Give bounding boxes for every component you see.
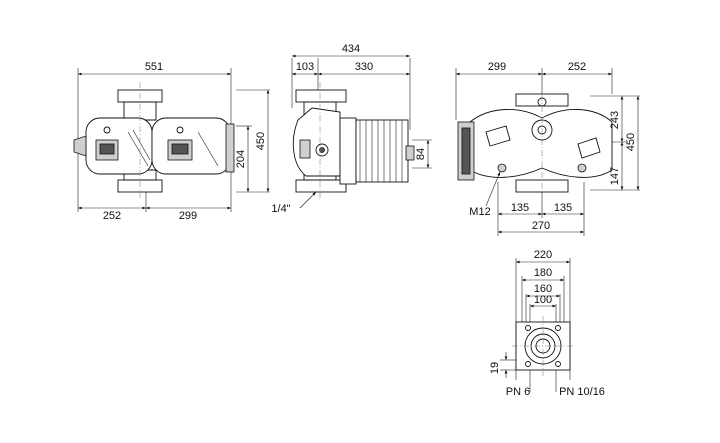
side-motor-fins <box>355 119 409 183</box>
top-right-flange-label: 135 <box>554 202 572 214</box>
flange-d1-label: 220 <box>534 249 552 261</box>
side-view: 434 103 330 84 1/4" <box>271 43 432 215</box>
top-height-b-label: 147 <box>609 167 621 185</box>
front-total-width-label: 551 <box>145 61 163 73</box>
side-thread-label: 1/4" <box>271 203 290 215</box>
flange-pn1016-label: PN 10/16 <box>559 386 605 398</box>
flange-thickness-label: 19 <box>489 362 501 374</box>
top-height-a-label: 243 <box>609 111 621 129</box>
top-right-width-label: 252 <box>568 61 586 73</box>
front-pipe-height-label: 204 <box>235 150 247 168</box>
front-view: 551 252 299 204 450 <box>73 61 270 222</box>
flange-d2-label: 180 <box>534 267 552 279</box>
top-left-flange-label: 135 <box>511 202 529 214</box>
side-motor-width-label: 330 <box>355 61 373 73</box>
top-bolt-label: M12 <box>469 206 490 218</box>
flange-pn6-label: PN 6 <box>506 386 530 398</box>
front-right-width-label: 299 <box>179 210 197 222</box>
side-top-flange <box>295 89 347 103</box>
side-bottom-flange <box>295 179 347 193</box>
side-left-width-label: 103 <box>296 61 314 73</box>
side-motor-offset-label: 84 <box>415 148 427 160</box>
flange-d4-label: 100 <box>534 294 552 306</box>
top-flange-total-label: 270 <box>532 220 550 232</box>
front-total-height-label: 450 <box>255 132 267 150</box>
top-view: 299 252 243 450 147 M12 135 135 270 <box>455 61 640 236</box>
top-left-width-label: 299 <box>488 61 506 73</box>
side-total-width-label: 434 <box>342 43 360 55</box>
flange-view: 220 180 160 100 19 PN 6 PN 10/16 <box>489 249 605 398</box>
front-left-width-label: 252 <box>103 210 121 222</box>
flange-d3-label: 160 <box>534 283 552 295</box>
top-height-total-label: 450 <box>625 133 637 151</box>
